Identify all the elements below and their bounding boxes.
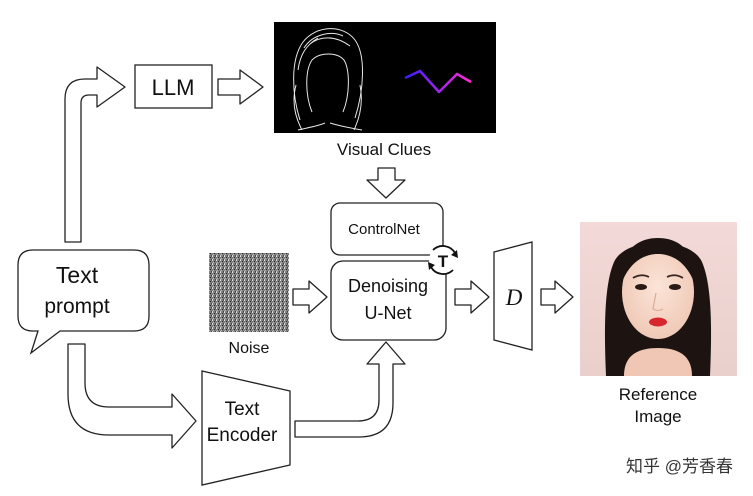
noise-label: Noise (229, 340, 270, 357)
unet-line2: U-Net (364, 303, 411, 323)
reference-image-line1: Reference (619, 385, 697, 404)
reference-image-line2: Image (634, 407, 681, 426)
text-prompt-bubble (17, 249, 150, 355)
arrow-llm-to-visual-clues (217, 69, 264, 105)
controlnet-label: ControlNet (348, 221, 421, 238)
controlnet-box (330, 202, 444, 256)
text-prompt-line2: prompt (44, 295, 110, 318)
arrow-prompt-to-encoder (67, 343, 197, 449)
arrow-clues-to-controlnet (366, 167, 406, 199)
text-encoder-line2: Encoder (207, 425, 278, 446)
timestep-cycle-icon: T (428, 245, 458, 275)
unet-line1: Denoising (348, 276, 428, 296)
visual-clues-label: Visual Clues (337, 140, 431, 159)
visual-clues-image (274, 22, 496, 133)
text-prompt-line1: Text (56, 262, 99, 288)
pose-skeleton (404, 69, 472, 94)
decoder-box (493, 241, 533, 351)
decoder-label: D (505, 285, 523, 310)
arrow-decoder-to-image (540, 280, 574, 314)
arrow-encoder-to-unet (294, 341, 406, 438)
text-encoder-line1: Text (225, 399, 261, 420)
watermark: 知乎 @芳香春 (626, 457, 733, 476)
arrow-unet-to-decoder (454, 280, 490, 314)
reference-image (580, 222, 737, 376)
llm-label: LLM (152, 75, 195, 100)
arrow-prompt-to-llm (64, 66, 126, 243)
unet-box (330, 260, 447, 341)
arrow-noise-to-unet (292, 280, 328, 314)
timestep-symbol: T (438, 252, 449, 271)
text-encoder-box (201, 370, 291, 486)
noise-image (209, 253, 289, 332)
llm-box (134, 64, 213, 109)
lips (649, 317, 667, 327)
